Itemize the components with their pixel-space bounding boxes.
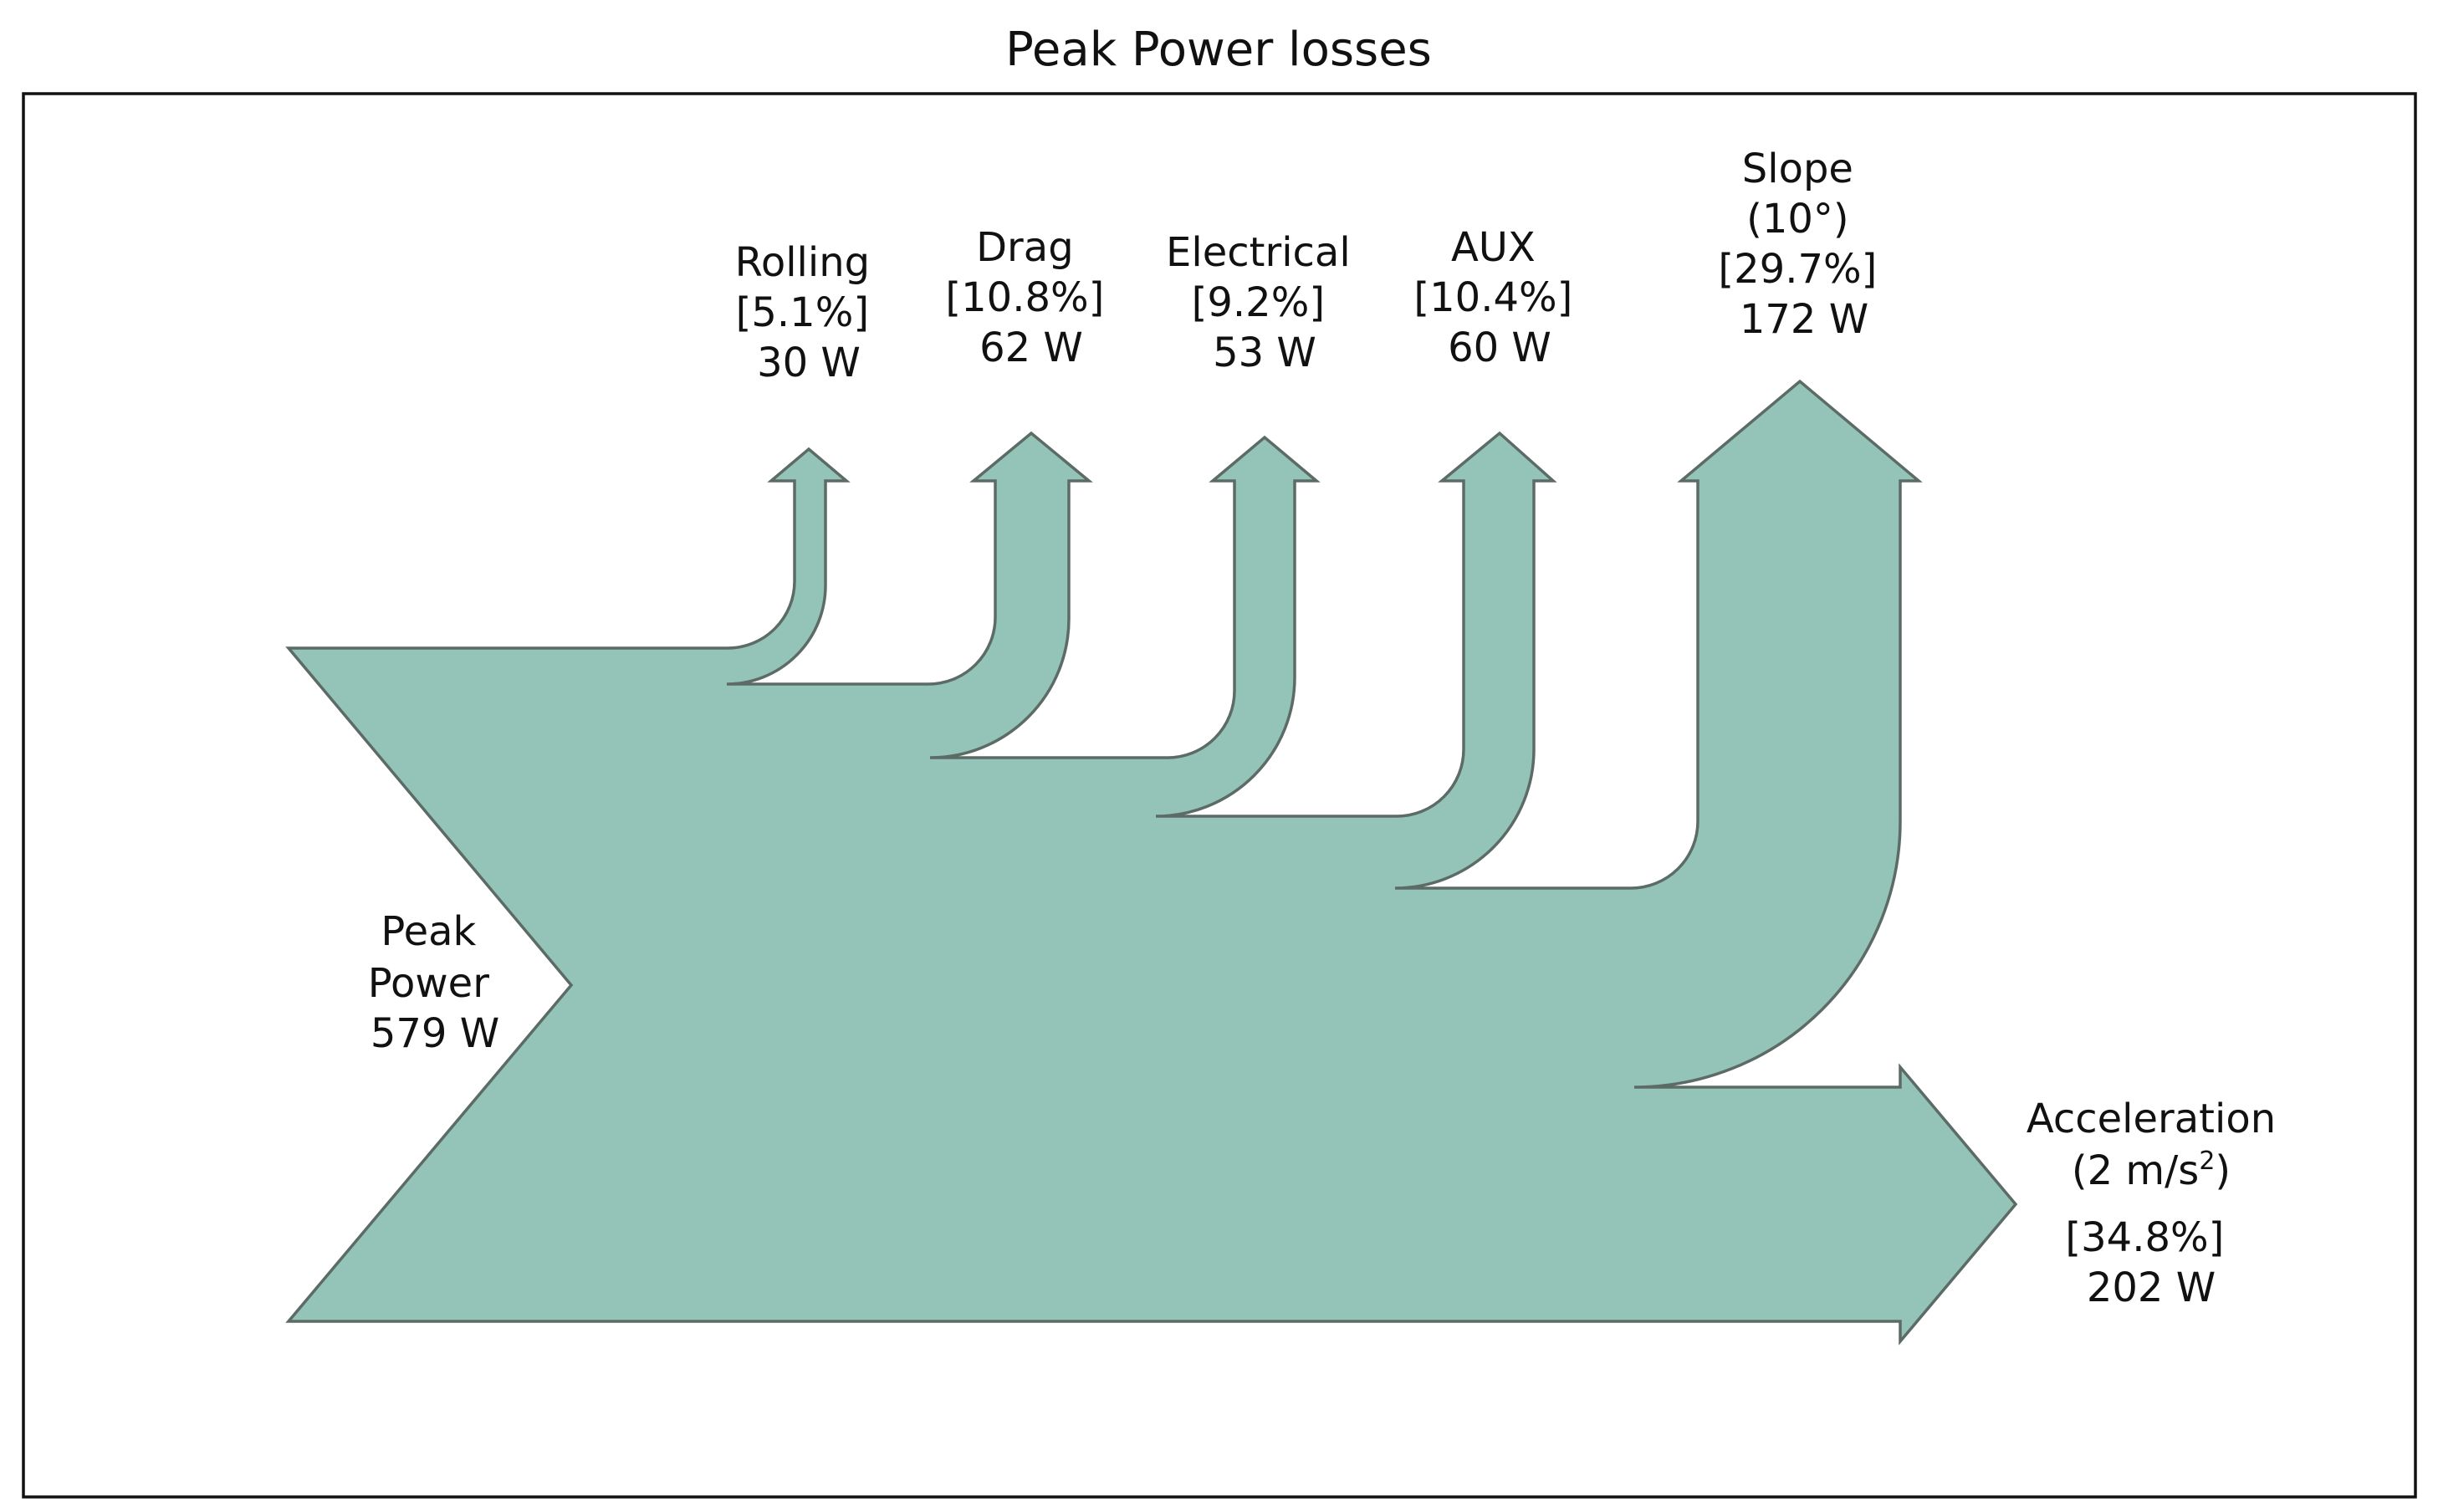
plot-frame (22, 92, 2417, 1499)
drag-label-line-3: 62 W (979, 324, 1083, 371)
label-acceleration-values: [34.8%] 202 W (2065, 1214, 2236, 1311)
acceleration-label-percent: [34.8%] (2065, 1214, 2224, 1261)
label-peak-power: Peak Power 579 W (368, 908, 502, 1057)
slope-label-line-3: [29.7%] (1718, 246, 1877, 293)
peak-label-line-2: Power (368, 960, 489, 1007)
acceleration-label-line-1: Acceleration (2027, 1096, 2276, 1142)
slope-label-line-4: 172 W (1740, 296, 1868, 343)
sankey-flows (285, 379, 2018, 1346)
rolling-label-line-1: Rolling (735, 239, 870, 286)
label-acceleration: Acceleration (2027, 1096, 2276, 1142)
label-slope: Slope (10°) [29.7%] 172 W (1718, 146, 1889, 343)
chart-title: Peak Power losses (1005, 23, 1432, 77)
acceleration-rate-close: ) (2215, 1147, 2231, 1194)
electrical-label-line-1: Electrical (1166, 229, 1351, 276)
label-aux: AUX [10.4%] 60 W (1413, 224, 1585, 371)
label-rolling: Rolling [5.1%] 30 W (735, 239, 883, 386)
rolling-label-line-3: 30 W (757, 340, 861, 386)
aux-label-line-1: AUX (1451, 224, 1536, 271)
flow-labels: Peak Power 579 W Rolling [5.1%] 30 W Dra… (368, 146, 2276, 1311)
acceleration-rate-exponent: 2 (2199, 1147, 2215, 1176)
drag-label-line-2: [10.8%] (945, 274, 1104, 321)
slope-label-line-2: (10°) (1746, 196, 1849, 243)
acceleration-label-watts: 202 W (2087, 1264, 2216, 1311)
label-drag: Drag [10.8%] 62 W (945, 224, 1117, 371)
acceleration-rate-text: (2 m/s (2072, 1147, 2199, 1194)
electrical-label-line-3: 53 W (1213, 329, 1316, 376)
peak-label-line-3: 579 W (371, 1010, 499, 1057)
peak-label-line-1: Peak (381, 908, 476, 955)
rolling-label-line-2: [5.1%] (736, 289, 869, 336)
aux-label-line-3: 60 W (1448, 324, 1551, 371)
sankey-body (285, 379, 2018, 1346)
label-acceleration-rate: (2 m/s2) (2072, 1147, 2231, 1194)
drag-label-line-1: Drag (976, 224, 1074, 271)
label-electrical: Electrical [9.2%] 53 W (1166, 229, 1363, 376)
electrical-label-line-2: [9.2%] (1192, 279, 1325, 326)
aux-label-line-2: [10.4%] (1413, 274, 1572, 321)
slope-label-line-1: Slope (1742, 146, 1853, 192)
